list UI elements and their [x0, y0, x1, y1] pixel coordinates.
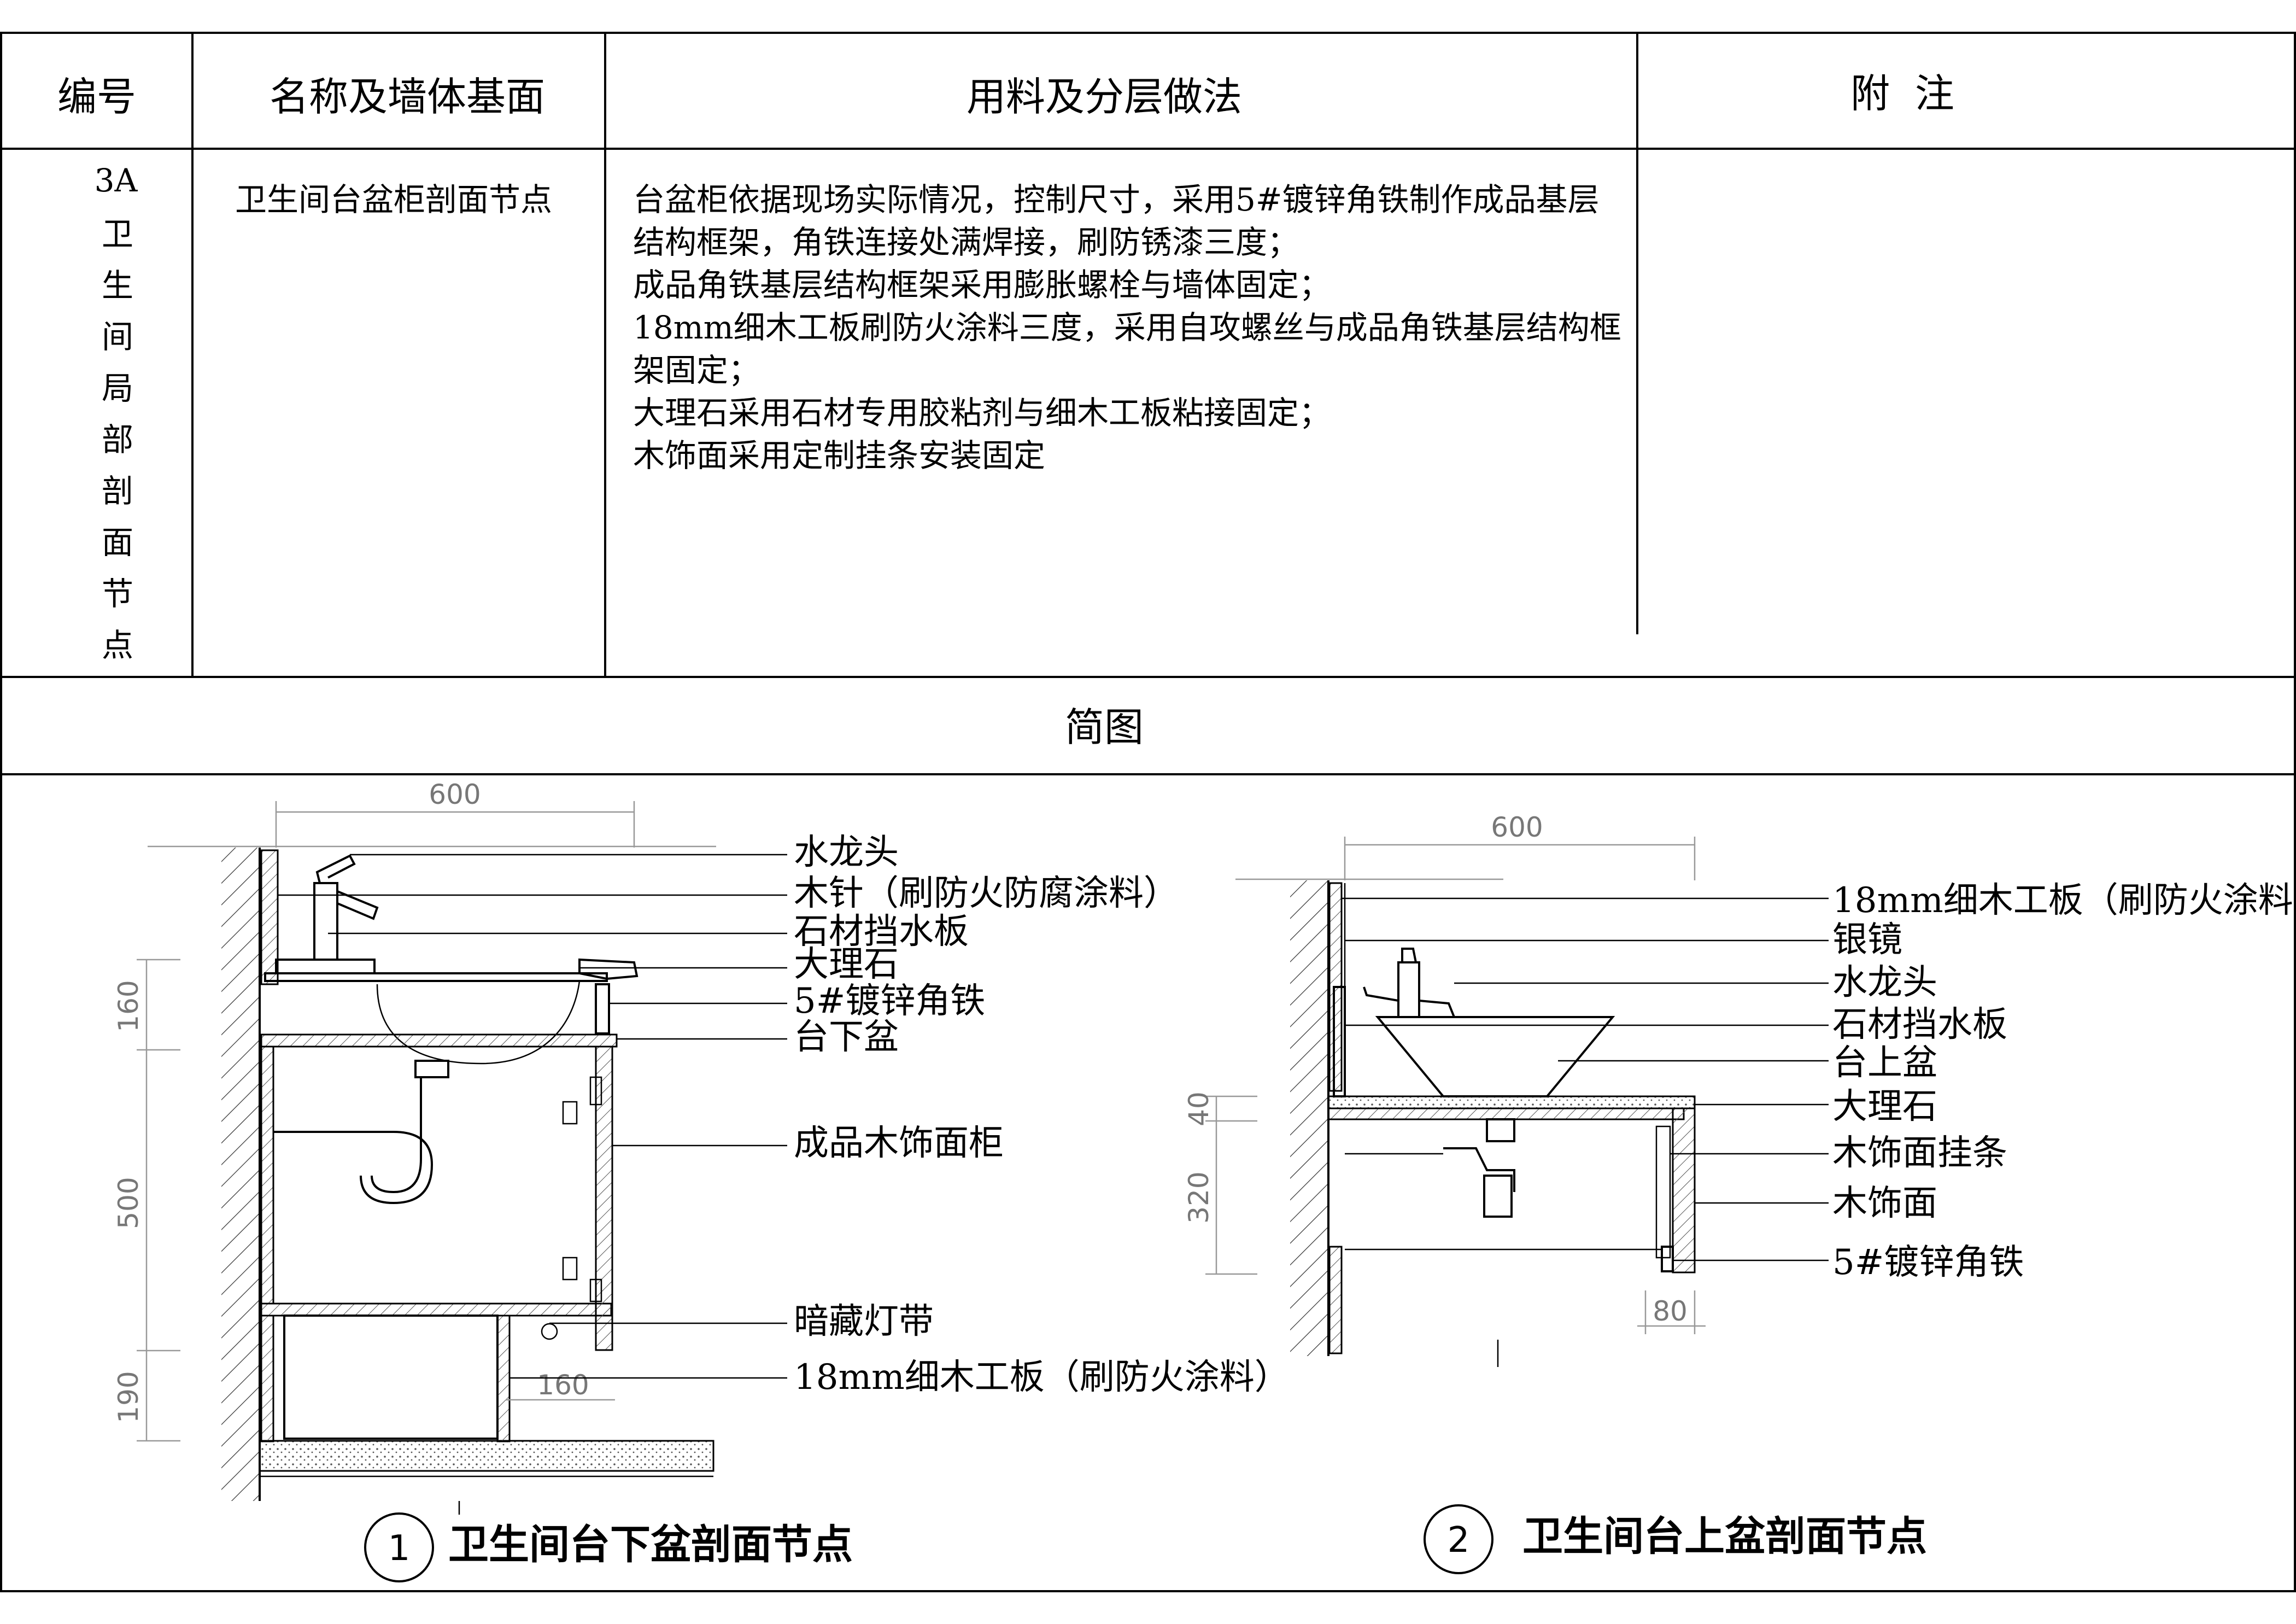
callout-label-2: 木饰面挂条 — [1832, 1133, 2007, 1173]
wood-facing-2 — [1672, 1107, 1696, 1274]
sketch-header: 简图 — [1065, 704, 1144, 750]
method-line: 木饰面采用定制挂条安装固定 — [633, 437, 1045, 474]
leaders-2 — [1342, 897, 1829, 1261]
callout-label-2: 台上盆 — [1832, 1043, 1937, 1083]
callout-label-1: 成品木饰面柜 — [794, 1123, 1004, 1164]
drawing-number-circle-2 — [1424, 1504, 1493, 1574]
callout-label-1: 18mm细木工板（刷防火涂料） — [794, 1357, 1290, 1398]
method-line: 成品角铁基层结构框架采用膨胀螺栓与墙体固定； — [633, 266, 1331, 303]
p-trap-1 — [273, 1131, 434, 1205]
row-id: 3A — [95, 162, 138, 199]
vertical-title-char: 剖 — [102, 472, 133, 510]
header-name: 名称及墙体基面 — [270, 74, 545, 120]
labels-1: 水龙头木针（刷防火防腐涂料）石材挡水板大理石5#镀锌角铁台下盆成品木饰面柜暗藏灯… — [794, 832, 1290, 1398]
angle-steel-2 — [1661, 1246, 1674, 1272]
vertical-title-char: 部 — [102, 421, 133, 458]
vertical-title-char: 面 — [102, 524, 133, 561]
faucet-2 — [1363, 948, 1455, 1018]
method-line: 架固定； — [633, 352, 760, 389]
row-method: 台盆柜依据现场实际情况，控制尺寸，采用5#镀锌角铁制作成品基层结构框架，角铁连接… — [633, 181, 1621, 474]
stone-splashboard-1 — [275, 959, 376, 974]
drawing-2-above-counter-basin: 600 40 320 80 18mm细木工板（刷防火涂料）银镜水龙头石材挡水板台… — [1183, 811, 2296, 1574]
vertical-title-char: 间 — [102, 318, 133, 355]
marble-top-1 — [264, 972, 608, 982]
dim-left-2b: 320 — [1183, 1171, 1215, 1223]
callout-label-2: 石材挡水板 — [1832, 1004, 2007, 1045]
dim-left-2a: 40 — [1183, 1091, 1215, 1126]
callout-label-1: 暗藏灯带 — [794, 1301, 934, 1342]
vessel-basin-2 — [1375, 1016, 1615, 1097]
dimensions-2: 600 40 320 80 — [1183, 811, 1706, 1334]
leaders-1 — [278, 854, 787, 1379]
wall-hatch-1 — [221, 848, 260, 1501]
dim-bottom-1: 160 — [537, 1369, 589, 1401]
row-name: 卫生间台盆柜剖面节点 — [235, 181, 552, 218]
method-line: 18mm细木工板刷防火涂料三度，采用自攻螺丝与成品角铁基层结构框 — [633, 309, 1621, 346]
method-line: 大理石采用石材专用胶粘剂与细木工板粘接固定； — [633, 394, 1331, 431]
undermount-basin-1 — [376, 980, 581, 1065]
dim-left-1b: 500 — [113, 1177, 144, 1229]
drawing-number-circle-1 — [364, 1512, 434, 1582]
drawing-1-under-counter-basin: 600 160 500 190 160 水龙头木针（刷防火防腐涂料）石材挡水板大… — [113, 779, 1290, 1582]
drawing-title-1: 卫生间台下盆剖面节点 — [448, 1521, 853, 1568]
method-line: 台盆柜依据现场实际情况，控制尺寸，采用5#镀锌角铁制作成品基层 — [633, 181, 1600, 218]
drawing-title-2: 卫生间台上盆剖面节点 — [1522, 1513, 1927, 1560]
callout-label-1: 石材挡水板 — [794, 912, 969, 952]
wall-hatch-2 — [1290, 880, 1328, 1356]
callout-label-1: 台下盆 — [794, 1017, 899, 1058]
callout-label-1: 5#镀锌角铁 — [794, 981, 985, 1021]
drawing-number-2: 2 — [1448, 1520, 1470, 1561]
callout-label-2: 5#镀锌角铁 — [1832, 1242, 2024, 1283]
header-id: 编号 — [57, 74, 136, 120]
marble-top-2 — [1327, 1095, 1696, 1109]
callout-label-2: 木饰面 — [1832, 1183, 1937, 1224]
vertical-title-char: 局 — [102, 370, 133, 407]
dim-left-1a: 160 — [113, 980, 144, 1032]
vertical-title-char: 点 — [102, 627, 133, 664]
callout-label-1: 大理石 — [794, 944, 899, 985]
callout-label-2: 大理石 — [1832, 1086, 1937, 1127]
floor-screed-1 — [259, 1440, 714, 1472]
faucet-1 — [313, 854, 379, 961]
dim-left-1c: 190 — [113, 1371, 144, 1423]
angle-steel-1 — [595, 983, 610, 1035]
dim-top-1: 600 — [429, 779, 481, 810]
header-method: 用料及分层做法 — [967, 74, 1242, 120]
header-note: 附 注 — [1850, 71, 1954, 116]
vertical-title-char: 生 — [102, 267, 133, 304]
vertical-title-char: 节 — [102, 575, 133, 612]
method-line: 结构框架，角铁连接处满焊接，刷防锈漆三度； — [633, 224, 1299, 261]
callout-label-1: 木针（刷防火防腐涂料） — [794, 873, 1179, 914]
vertical-title-char: 卫 — [102, 215, 133, 253]
callout-label-2: 水龙头 — [1832, 962, 1937, 1003]
callout-label-2: 18mm细木工板（刷防火涂料） — [1832, 880, 2296, 921]
dim-top-2: 600 — [1491, 811, 1543, 843]
dim-bottom-2: 80 — [1653, 1295, 1688, 1327]
callout-label-1: 水龙头 — [794, 832, 899, 873]
wood-cabinet-1 — [260, 1045, 613, 1351]
callout-label-2: 银镜 — [1832, 920, 1902, 960]
dimensions-1: 600 160 500 190 160 — [113, 779, 635, 1442]
drawing-number-1: 1 — [388, 1528, 411, 1569]
